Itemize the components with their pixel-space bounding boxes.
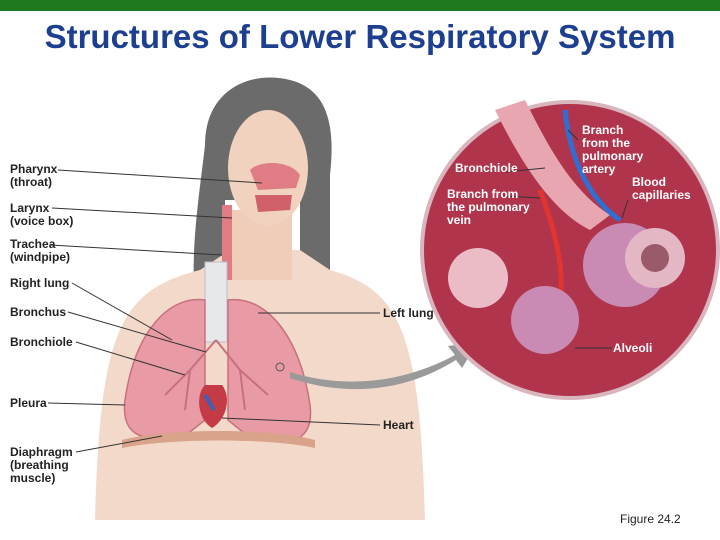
inset-label-bronchiole: Bronchiole	[455, 161, 518, 175]
diaphragm	[122, 431, 315, 448]
label-larynx: Larynx (voice box)	[10, 201, 74, 228]
label-trachea: Trachea (windpipe)	[10, 237, 70, 264]
inset-label-blood-capillaries: Blood capillaries	[632, 175, 691, 202]
label-bronchus: Bronchus	[10, 305, 67, 319]
label-pharynx: Pharynx (throat)	[10, 162, 58, 189]
label-left-lung: Left lung	[383, 306, 434, 320]
alveoli-cluster	[448, 248, 508, 308]
figure-caption: Figure 24.2	[620, 512, 681, 526]
page-title: Structures of Lower Respiratory System	[44, 18, 676, 55]
inset-circle	[420, 100, 720, 400]
label-heart: Heart	[383, 418, 414, 432]
nasal-cavity	[250, 163, 300, 190]
label-right-lung: Right lung	[10, 276, 70, 290]
inset-label-pulmonary-artery: Branch from the pulmonary artery	[582, 123, 644, 176]
trachea	[222, 205, 232, 280]
inset-bronchiole	[495, 100, 610, 230]
inset-label-pulmonary-vein: Branch from the pulmonary vein	[447, 187, 530, 227]
inset-label-alveoli: Alveoli	[613, 341, 653, 355]
inset-artery	[562, 109, 622, 223]
label-pleura: Pleura	[10, 396, 47, 410]
label-bronchiole: Bronchiole	[10, 335, 73, 349]
bronchial-tree	[164, 339, 269, 411]
label-diaphragm: Diaphragm (breathing muscle)	[10, 445, 73, 485]
mouth-cavity	[255, 195, 292, 212]
top-accent-bar	[0, 0, 720, 11]
zoom-marker	[275, 362, 285, 372]
